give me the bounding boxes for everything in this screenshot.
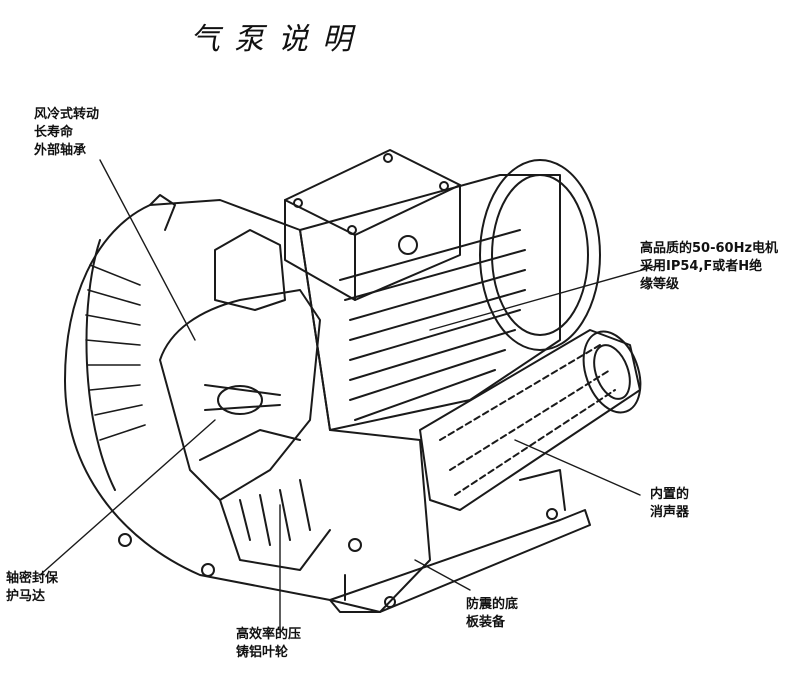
label-base-line-2: 板装备 — [466, 615, 506, 630]
label-impeller-line-1: 高效率的压 — [236, 627, 302, 642]
label-base-line-1: 防震的底 — [466, 597, 519, 612]
label-impeller: 高效率的压 铸铝叶轮 — [236, 626, 301, 662]
label-seal-line-1: 轴密封保 — [6, 571, 59, 586]
page-title: 气泵说明 — [190, 22, 366, 57]
label-muffler-line-2: 消声器 — [650, 505, 690, 520]
label-bearing-line-1: 风冷式转动 — [34, 107, 100, 122]
impeller — [159, 229, 331, 571]
label-muffler: 内置的 消声器 — [650, 486, 689, 522]
base-plate — [329, 469, 591, 613]
label-motor-line-2: 采用IP54,F或者H绝 — [640, 259, 763, 274]
label-muffler-line-1: 内置的 — [650, 487, 690, 502]
housing-fins — [85, 264, 146, 441]
label-bearing-line-3: 外部轴承 — [34, 143, 87, 158]
label-motor: 高品质的50-60Hz电机 采用IP54,F或者H绝 缘等级 — [640, 240, 778, 294]
label-bearing: 风冷式转动 长寿命 外部轴承 — [34, 106, 99, 160]
label-seal-line-2: 护马达 — [6, 589, 46, 604]
leader-lines — [39, 159, 661, 631]
muffler-cylinder — [419, 329, 642, 511]
blower-housing — [64, 194, 431, 613]
label-motor-line-1: 高品质的50-60Hz电机 — [640, 241, 779, 256]
label-seal: 轴密封保 护马达 — [6, 570, 58, 606]
terminal-box — [284, 149, 461, 301]
label-base: 防震的底 板装备 — [466, 596, 518, 632]
label-motor-line-3: 缘等级 — [640, 277, 680, 292]
label-impeller-line-2: 铸铝叶轮 — [236, 645, 289, 660]
label-bearing-line-2: 长寿命 — [34, 125, 74, 140]
